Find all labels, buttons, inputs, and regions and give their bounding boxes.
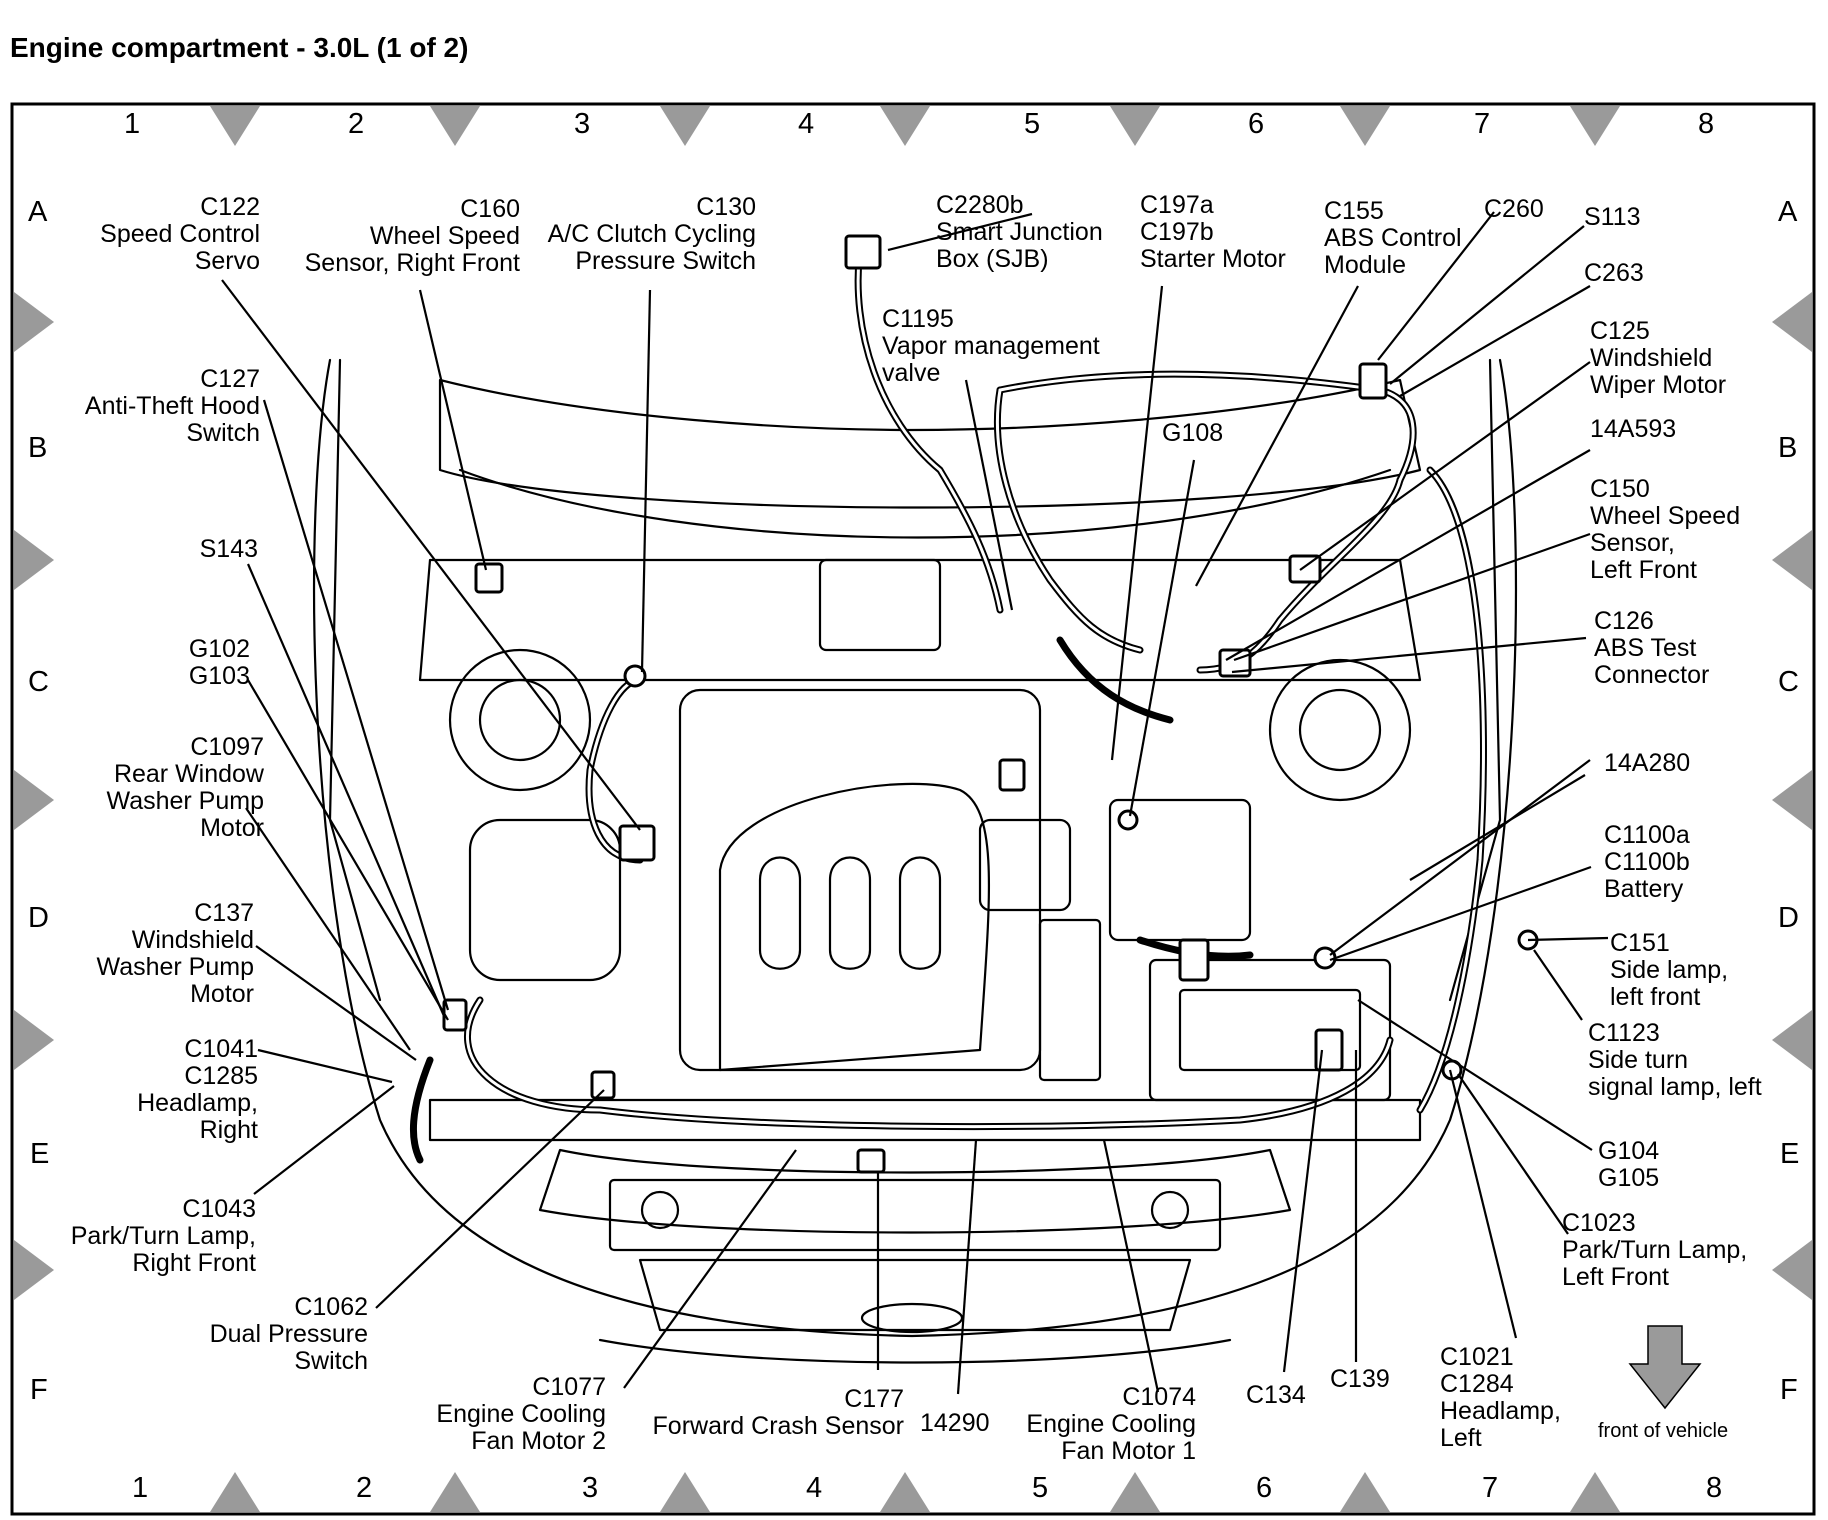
strut-tower-left — [1268, 658, 1412, 802]
throttle-body — [978, 818, 1072, 912]
callout-s113: S113 — [1584, 203, 1641, 231]
grid-col-5-top: 5 — [1024, 108, 1041, 140]
diagram-frame — [10, 102, 1816, 1516]
firewall — [418, 558, 1422, 682]
grid-col-2-bottom: 2 — [356, 1472, 373, 1504]
grid-col-8-bottom: 8 — [1706, 1472, 1723, 1504]
intake-manifold — [718, 782, 991, 1072]
ford-oval — [860, 1302, 964, 1334]
bumper-upper — [538, 1148, 1292, 1234]
lower-bumper — [598, 1338, 1232, 1364]
grid-row-a-left: A — [28, 196, 48, 228]
callout-g108: G108 — [1162, 419, 1224, 447]
grid-col-5-bottom: 5 — [1032, 1472, 1049, 1504]
grid-row-b-right: B — [1778, 432, 1798, 464]
sjb-box — [818, 558, 942, 652]
grid-col-8-top: 8 — [1698, 108, 1715, 140]
cowl-inner — [458, 468, 1392, 539]
engine-bay-illustration — [312, 358, 1518, 1364]
callout-c263: C263 — [1584, 259, 1644, 287]
grid-col-3-top: 3 — [574, 108, 591, 140]
callout-c260: C260 — [1484, 195, 1544, 223]
grid-col-1-top: 1 — [124, 108, 141, 140]
grid-col-3-bottom: 3 — [582, 1472, 599, 1504]
grid-col-4-top: 4 — [798, 108, 815, 140]
callout-14a280: 14A280 — [1604, 749, 1691, 777]
callout-c139: C139 — [1330, 1365, 1390, 1393]
grid-row-a-right: A — [1778, 196, 1798, 228]
front-of-vehicle-arrow — [1628, 1325, 1702, 1410]
grid-col-7-bottom: 7 — [1482, 1472, 1499, 1504]
grid-row-e-right: E — [1780, 1138, 1800, 1170]
coolant-reservoir — [468, 818, 622, 982]
page-title: Engine compartment - 3.0L (1 of 2) — [10, 32, 469, 63]
grid-row-f-right: F — [1780, 1374, 1798, 1406]
callout-14290: 14290 — [920, 1409, 990, 1437]
cowl-panel — [438, 378, 1422, 509]
grille — [638, 1258, 1192, 1332]
fuse-box — [1038, 918, 1102, 1082]
grid-row-c-right: C — [1778, 666, 1799, 698]
connectors — [442, 234, 1539, 1174]
callout-c134: C134 — [1246, 1381, 1306, 1409]
grid-col-7-top: 7 — [1474, 108, 1491, 140]
grid-col-6-top: 6 — [1248, 108, 1265, 140]
grid-row-d-left: D — [28, 902, 49, 934]
grid-col-6-bottom: 6 — [1256, 1472, 1273, 1504]
engine-block — [678, 688, 1042, 1072]
grid-col-1-bottom: 1 — [132, 1472, 149, 1504]
grid-row-d-right: D — [1778, 902, 1799, 934]
grid-col-4-bottom: 4 — [806, 1472, 823, 1504]
callout-s143: S143 — [199, 535, 258, 563]
front-of-vehicle-label: front of vehicle — [1598, 1420, 1729, 1442]
callout-14a593: 14A593 — [1590, 415, 1677, 443]
fender-outline — [312, 358, 1518, 1338]
grid-markers — [14, 106, 1812, 1512]
strut-tower-right — [448, 648, 592, 792]
grid-row-c-left: C — [28, 666, 49, 698]
grid-row-e-left: E — [30, 1138, 50, 1170]
grid-col-2-top: 2 — [348, 108, 365, 140]
radiator-support — [428, 1098, 1422, 1142]
radiator — [608, 1178, 1222, 1252]
grid-row-f-left: F — [30, 1374, 48, 1406]
grid-row-b-left: B — [28, 432, 48, 464]
leader-lines — [221, 211, 1609, 1395]
